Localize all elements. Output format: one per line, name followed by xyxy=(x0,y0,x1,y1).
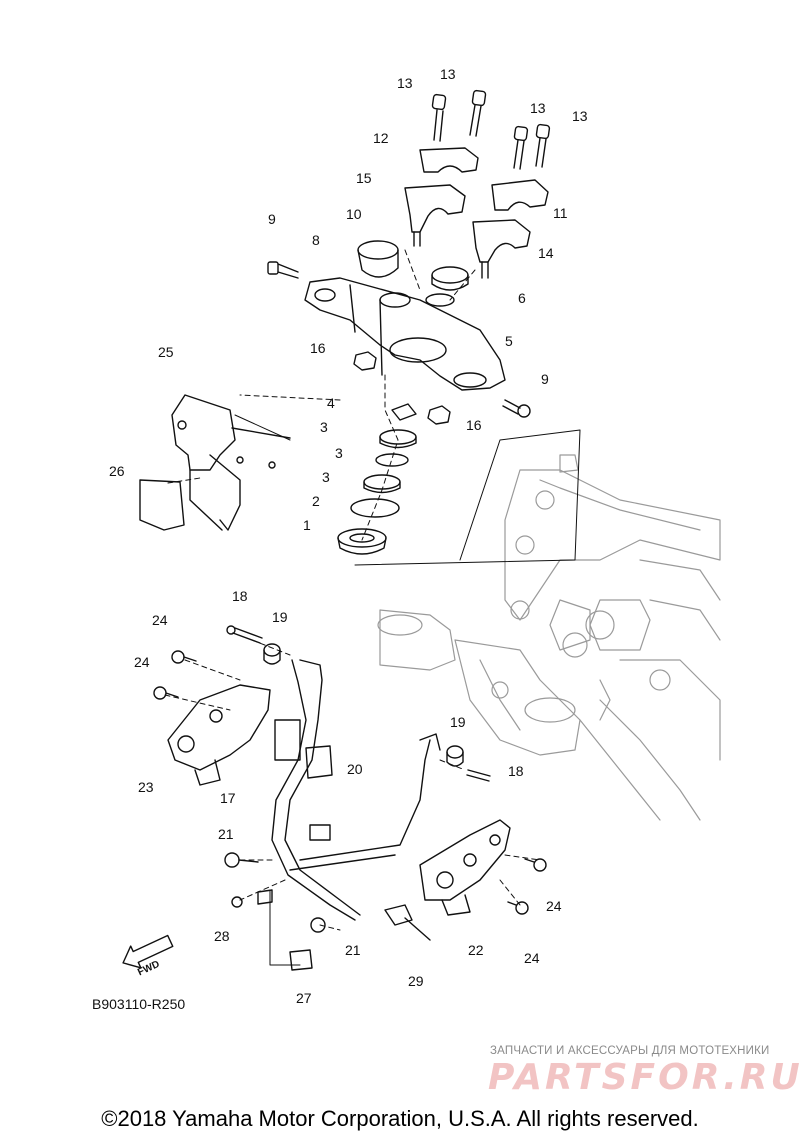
callout-13: 13 xyxy=(572,108,588,124)
dust-seal-5 xyxy=(391,403,417,421)
bolt-24-b xyxy=(153,686,179,700)
callout-21: 21 xyxy=(345,942,361,958)
nut-7 xyxy=(431,266,469,291)
upper-clamp-12 xyxy=(419,147,479,173)
callout-24: 24 xyxy=(134,654,150,670)
frame-drawing xyxy=(377,454,721,821)
bracket-22 xyxy=(419,819,511,916)
cap-10 xyxy=(357,240,399,278)
callout-29: 29 xyxy=(408,973,424,989)
callout-19: 19 xyxy=(272,609,288,625)
callout-9: 9 xyxy=(541,371,549,387)
damper-20 xyxy=(305,745,333,779)
callout-13: 13 xyxy=(440,66,456,82)
callout-12: 12 xyxy=(373,130,389,146)
ring-nut-3-top xyxy=(379,429,417,449)
callout-14: 14 xyxy=(538,245,554,261)
callout-10: 10 xyxy=(346,206,362,222)
bolt-9-right xyxy=(502,399,531,418)
bolt-24-d xyxy=(507,901,529,915)
collar-19-right xyxy=(446,745,464,767)
callout-7: 6 xyxy=(518,290,526,306)
callout-1: 1 xyxy=(303,517,311,533)
callout-28: 28 xyxy=(214,928,230,944)
callout-18: 18 xyxy=(232,588,248,604)
callout-3: 3 xyxy=(320,419,328,435)
nut-16-left xyxy=(353,351,377,371)
bearing-1 xyxy=(337,528,387,555)
callout-27: 27 xyxy=(296,990,312,1006)
watermark-logo: PARTSFOR.RU xyxy=(488,1057,800,1098)
bolt-13-a xyxy=(431,93,447,142)
callout-23: 23 xyxy=(138,779,154,795)
copyright-notice: ©2018 Yamaha Motor Corporation, U.S.A. A… xyxy=(101,1106,699,1131)
callout-19: 19 xyxy=(450,714,466,730)
bolt-18-left xyxy=(226,625,263,644)
upper-bracket-8 xyxy=(304,277,506,391)
bolt-13-c xyxy=(513,125,529,170)
callout-24: 24 xyxy=(524,950,540,966)
bracket-25 xyxy=(171,394,291,531)
lower-holder-14 xyxy=(472,219,531,279)
callout-4: 3 xyxy=(335,445,343,461)
bolt-21-a xyxy=(224,852,259,868)
pad-26 xyxy=(139,479,185,531)
bolt-13-d xyxy=(535,123,551,168)
bolt-18-right xyxy=(466,769,491,782)
callout-17: 17 xyxy=(220,790,236,806)
nut-16-right xyxy=(427,405,451,425)
callout-2: 2 xyxy=(312,493,320,509)
callout-13: 13 xyxy=(530,100,546,116)
callout-25: 25 xyxy=(158,344,174,360)
washer-4 xyxy=(375,453,409,467)
callout-11: 11 xyxy=(553,205,568,221)
bolt-13-b xyxy=(469,89,487,137)
bracket-23 xyxy=(167,684,271,786)
callout-13: 13 xyxy=(397,75,413,91)
lower-holder-15 xyxy=(404,184,466,247)
watermark-tagline: ЗАПЧАСТИ И АКСЕССУАРЫ ДЛЯ МОТОТЕХНИКИ xyxy=(490,1045,770,1057)
fwd-arrow xyxy=(122,934,174,969)
callout-6: 5 xyxy=(505,333,513,349)
callout-3: 3 xyxy=(322,469,330,485)
bolt-28 xyxy=(231,896,243,908)
washer-6 xyxy=(425,293,455,307)
collar-19-left xyxy=(263,643,281,665)
callout-16: 16 xyxy=(466,417,482,433)
callout-24: 24 xyxy=(152,612,168,628)
bolt-24-c xyxy=(524,858,547,872)
drawing-code: B903110-R250 xyxy=(92,996,186,1012)
callout-22: 22 xyxy=(468,942,484,958)
clip-27 xyxy=(289,949,313,971)
callout-16: 16 xyxy=(310,340,326,356)
callout-5: 4 xyxy=(327,395,335,411)
cover-2 xyxy=(350,498,400,518)
callout-9: 9 xyxy=(268,211,276,227)
bolt-24-a xyxy=(171,650,197,664)
callout-20: 20 xyxy=(347,761,363,777)
bolt-9-left xyxy=(267,261,299,279)
callout-21: 21 xyxy=(218,826,234,842)
callout-26: 26 xyxy=(109,463,125,479)
callout-15: 15 xyxy=(356,170,372,186)
callout-18: 18 xyxy=(508,763,524,779)
bolt-21-b xyxy=(310,917,326,933)
callout-8: 8 xyxy=(312,232,320,248)
bracket-17 xyxy=(271,659,441,921)
bracket-29 xyxy=(384,904,431,941)
callout-24: 24 xyxy=(546,898,562,914)
upper-clamp-11 xyxy=(491,179,549,211)
